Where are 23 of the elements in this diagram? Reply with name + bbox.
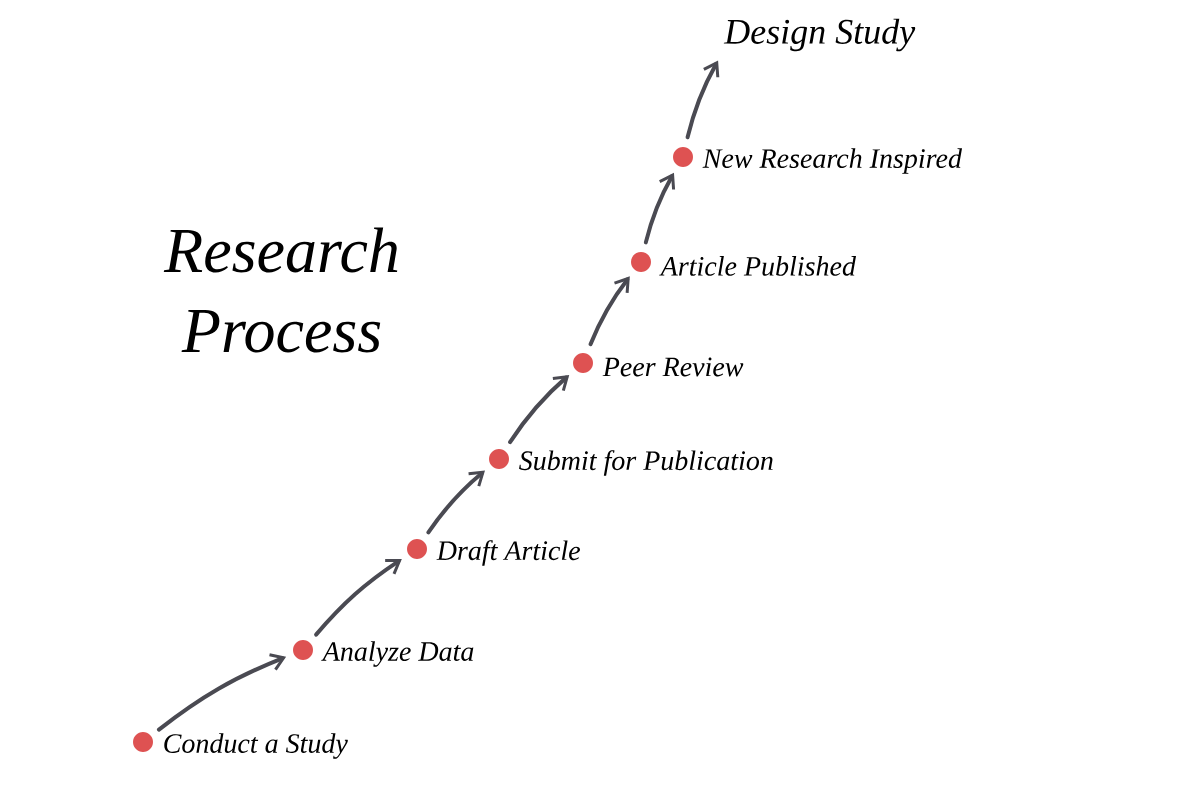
step-dot xyxy=(407,539,427,559)
step-label: Draft Article xyxy=(436,540,580,566)
arrow xyxy=(643,172,676,245)
step-dot xyxy=(631,252,651,272)
arrow xyxy=(508,374,570,445)
title: Research Process xyxy=(163,227,398,353)
step-label: Conduct a Study xyxy=(164,733,348,759)
arrow xyxy=(156,653,287,732)
step-dot xyxy=(133,732,153,752)
step-label: Article Published xyxy=(659,256,856,276)
arrow xyxy=(426,470,485,535)
step-dot xyxy=(489,449,509,469)
arrow xyxy=(685,60,720,140)
step-label: Design Study xyxy=(723,18,916,52)
step-label: New Research Inspired xyxy=(702,148,963,174)
step-dot xyxy=(673,147,693,167)
step-dot xyxy=(293,640,313,660)
step-dot xyxy=(573,353,593,373)
step-label: Peer Review xyxy=(602,357,744,377)
arrow xyxy=(588,276,630,347)
step-label: Submit for Publication xyxy=(519,450,773,476)
arrow xyxy=(314,559,402,637)
step-label: Analyze Data xyxy=(321,641,474,667)
